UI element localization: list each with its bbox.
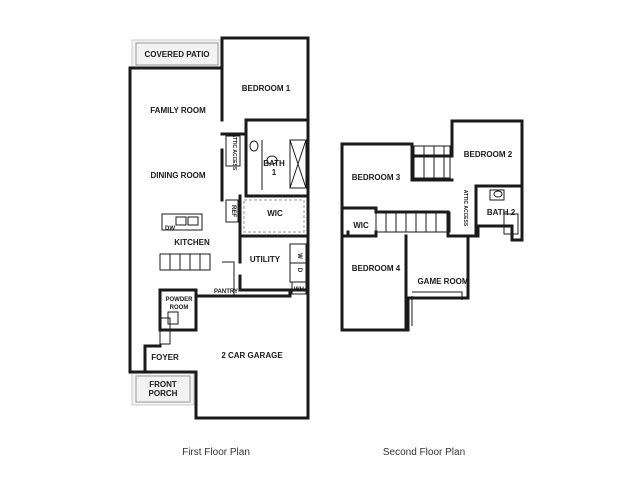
dining-room-label: DINING ROOM	[150, 171, 205, 180]
front-porch-area	[131, 372, 195, 406]
ref-label: REF	[230, 205, 236, 217]
pantry-label: PANTRY	[214, 289, 238, 295]
powder-room-label: POWDER	[166, 297, 194, 303]
attic-access-2-label: ATTIC ACCESS	[462, 190, 468, 227]
front-porch-label: FRONT	[149, 380, 177, 389]
foyer-label: FOYER	[151, 353, 179, 362]
wic-label: WIC	[267, 209, 283, 218]
bedroom-2-label: BEDROOM 2	[464, 150, 513, 159]
family-room-label: FAMILY ROOM	[150, 106, 206, 115]
second-floor-exterior-wall	[340, 119, 524, 332]
front-porch-label-2: PORCH	[149, 389, 178, 398]
first-floor-plan: COVERED PATIO BEDROOM 1 FAMILY ROOM ATTI…	[128, 36, 310, 458]
bedroom-4-label: BEDROOM 4	[352, 264, 401, 273]
washer-label: W	[296, 253, 302, 259]
bedroom-3-label: BEDROOM 3	[352, 173, 401, 182]
second-floor-caption: Second Floor Plan	[383, 447, 465, 458]
water-heater-label: WH	[294, 287, 304, 293]
bedroom-1-label: BEDROOM 1	[242, 84, 291, 93]
first-floor-caption: First Floor Plan	[182, 447, 250, 458]
covered-patio-label: COVERED PATIO	[144, 50, 209, 59]
game-room-label: GAME ROOM	[417, 277, 468, 286]
covered-patio-area	[131, 39, 223, 69]
dw-label: DW	[165, 226, 175, 232]
kitchen-label: KITCHEN	[174, 238, 210, 247]
powder-room-label-2: ROOM	[170, 305, 189, 311]
garage-label: 2 CAR GARAGE	[221, 351, 283, 360]
wic-2-label: WIC	[353, 221, 369, 230]
bath-1-number: 1	[272, 168, 277, 177]
second-floor-plan: BEDROOM 3 BEDROOM 2 ATTIC ACCESS BATH 2 …	[340, 119, 524, 458]
dryer-label: D	[296, 268, 302, 273]
attic-access-label: ATTIC ACCESS	[231, 134, 237, 171]
bath-2-label: BATH 2	[487, 208, 516, 217]
bath-1-label: BATH	[263, 159, 285, 168]
utility-label: UTILITY	[250, 255, 281, 264]
